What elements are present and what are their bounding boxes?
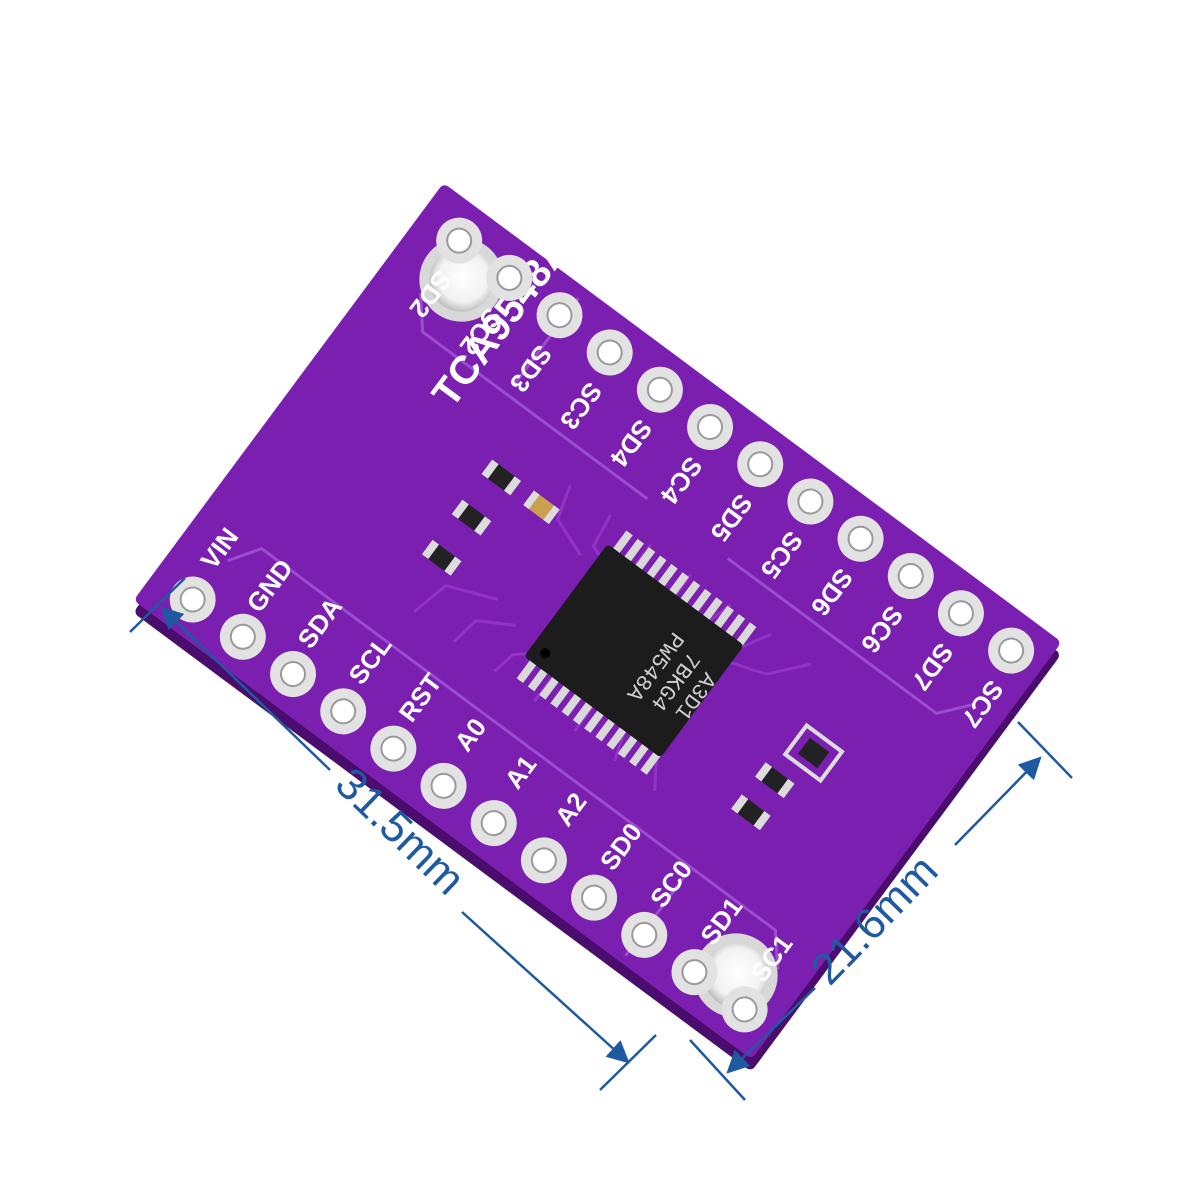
ic-pin [629,742,650,767]
ic-pin [634,547,656,572]
ic-pin [656,563,678,588]
ic-pin [668,572,689,597]
ic-pin [550,683,572,709]
ic-pin [623,538,645,563]
ic-pin [584,709,605,734]
ic-pin [572,700,594,725]
pad-hole [480,810,507,837]
pad-hole [947,600,974,627]
ic-pins [516,530,757,775]
pad-hole [847,525,874,552]
pad-hole [998,637,1025,664]
dimension-width-tick-bottom [689,1039,746,1101]
ic-pin [690,588,712,613]
pad-hole [797,488,824,515]
pad-hole [646,376,673,403]
ic-pin [617,734,639,759]
dimension-length-arrow-upper [160,606,331,771]
resistor [451,499,492,536]
ic-pin [595,717,617,742]
ic-pin [701,597,723,622]
pad-hole [530,847,557,874]
ic-pin [645,555,667,580]
pad-hole [330,698,357,725]
pad-hole [446,227,473,254]
ic-pin [527,667,549,692]
ic-pin [539,675,560,700]
ic-body [525,545,743,757]
pad-hole [430,772,457,799]
pad-hole [546,302,573,329]
mounting-hole-left [419,237,504,322]
ic-pin [679,580,701,605]
pad-hole [581,884,608,911]
ic-pin [724,613,746,638]
pcb-board: TCA9548A PW548A 7BKG4 A3D1 [135,185,1060,1070]
dimension-width-arrow-lower [726,987,816,1074]
dimension-length-arrow-lower [461,911,630,1064]
pad-hole [280,661,307,688]
pad-hole [596,339,623,366]
ic-chip: PW548A 7BKG4 A3D1 [516,530,757,775]
resistor [754,762,795,799]
pad-hole [380,735,407,762]
dimension-width-arrow-upper [954,756,1042,846]
pad-hole [697,413,724,440]
pad-hole [897,563,924,590]
ic-pin [612,530,633,555]
pad-hole [631,921,658,948]
pad-hole [496,264,523,291]
pad-hole [731,996,758,1023]
resistor [731,794,771,831]
pad-hole [747,451,774,478]
resistor [421,539,462,576]
transistor [782,722,845,784]
resistor [481,459,522,496]
ic-pin [606,725,628,750]
capacitor [523,490,560,525]
pad-hole [229,623,256,650]
ic-pin1-dot [540,648,551,659]
ic-pin [640,750,662,775]
pad-hole [681,959,708,986]
ic-pin [735,622,757,647]
smd-components [421,459,845,831]
ic-pin [516,658,538,683]
pad-hole [179,586,206,613]
dimension-width-tick-top [1017,721,1073,779]
dimension-length-tick-top [129,577,186,633]
ic-pin [561,692,583,717]
ic-pin [713,605,734,630]
